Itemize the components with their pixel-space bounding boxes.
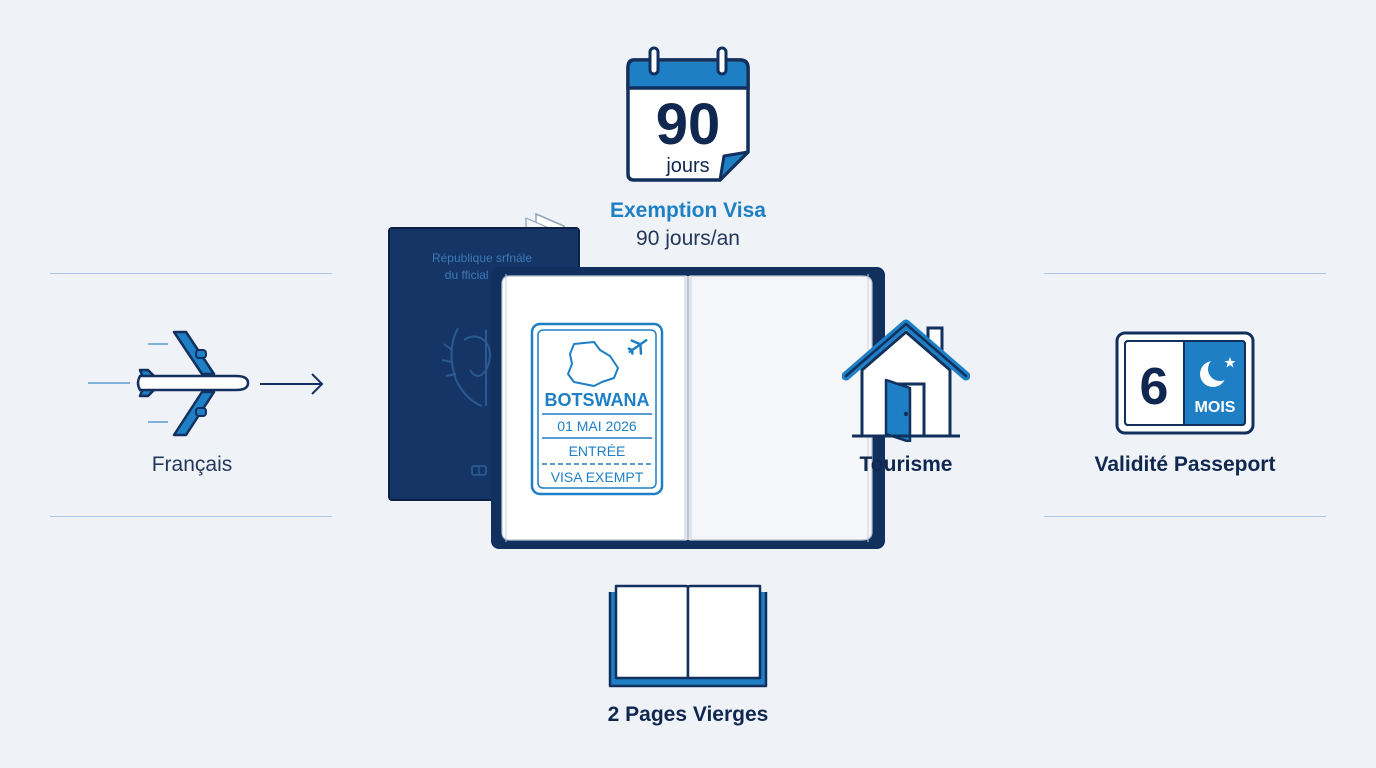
visa-exemption-title: Exemption Visa — [609, 199, 766, 222]
stamp-note: VISA EXEMPT — [551, 469, 644, 485]
divider-right-top — [1044, 273, 1326, 274]
entry-stamp: BOTSWANA 01 MAI 2026 ENTRÉE VISA EXEMPT — [530, 322, 664, 496]
calendar-number: 90 — [656, 92, 721, 157]
stamp-date: 01 MAI 2026 — [557, 418, 637, 434]
stamp-country: BOTSWANA — [545, 390, 650, 410]
blank-pages-label: 2 Pages Vierges — [607, 703, 769, 726]
passport-cover-line1: République srfnále — [432, 251, 532, 265]
passport-validity-icon: 6 MOIS — [1115, 331, 1255, 435]
star-icon — [1224, 357, 1236, 368]
house-icon — [842, 319, 970, 442]
visa-exemption-subtitle: 90 jours/an — [636, 227, 740, 250]
stamp-plane-icon — [627, 339, 648, 355]
nationality-label: Français — [151, 453, 233, 476]
airplane-icon — [88, 330, 250, 437]
passport-cover-line2: du fficial fr — [445, 268, 499, 282]
calendar-icon: 90 jours — [626, 46, 750, 182]
open-book-icon — [608, 584, 768, 688]
calendar-unit: jours — [665, 155, 709, 177]
tourism-label: Tourisme — [859, 453, 953, 476]
divider-right-bottom — [1044, 516, 1326, 517]
divider-left-bottom — [50, 516, 332, 517]
validity-unit: MOIS — [1195, 399, 1236, 416]
botswana-map-icon — [567, 341, 619, 387]
open-passport — [491, 267, 885, 549]
passport-validity-label: Validité Passeport — [1094, 453, 1276, 476]
divider-left-top — [50, 273, 332, 274]
arrow-right-icon — [260, 373, 324, 395]
stamp-entry: ENTRÉE — [569, 443, 626, 459]
validity-number: 6 — [1140, 358, 1169, 416]
